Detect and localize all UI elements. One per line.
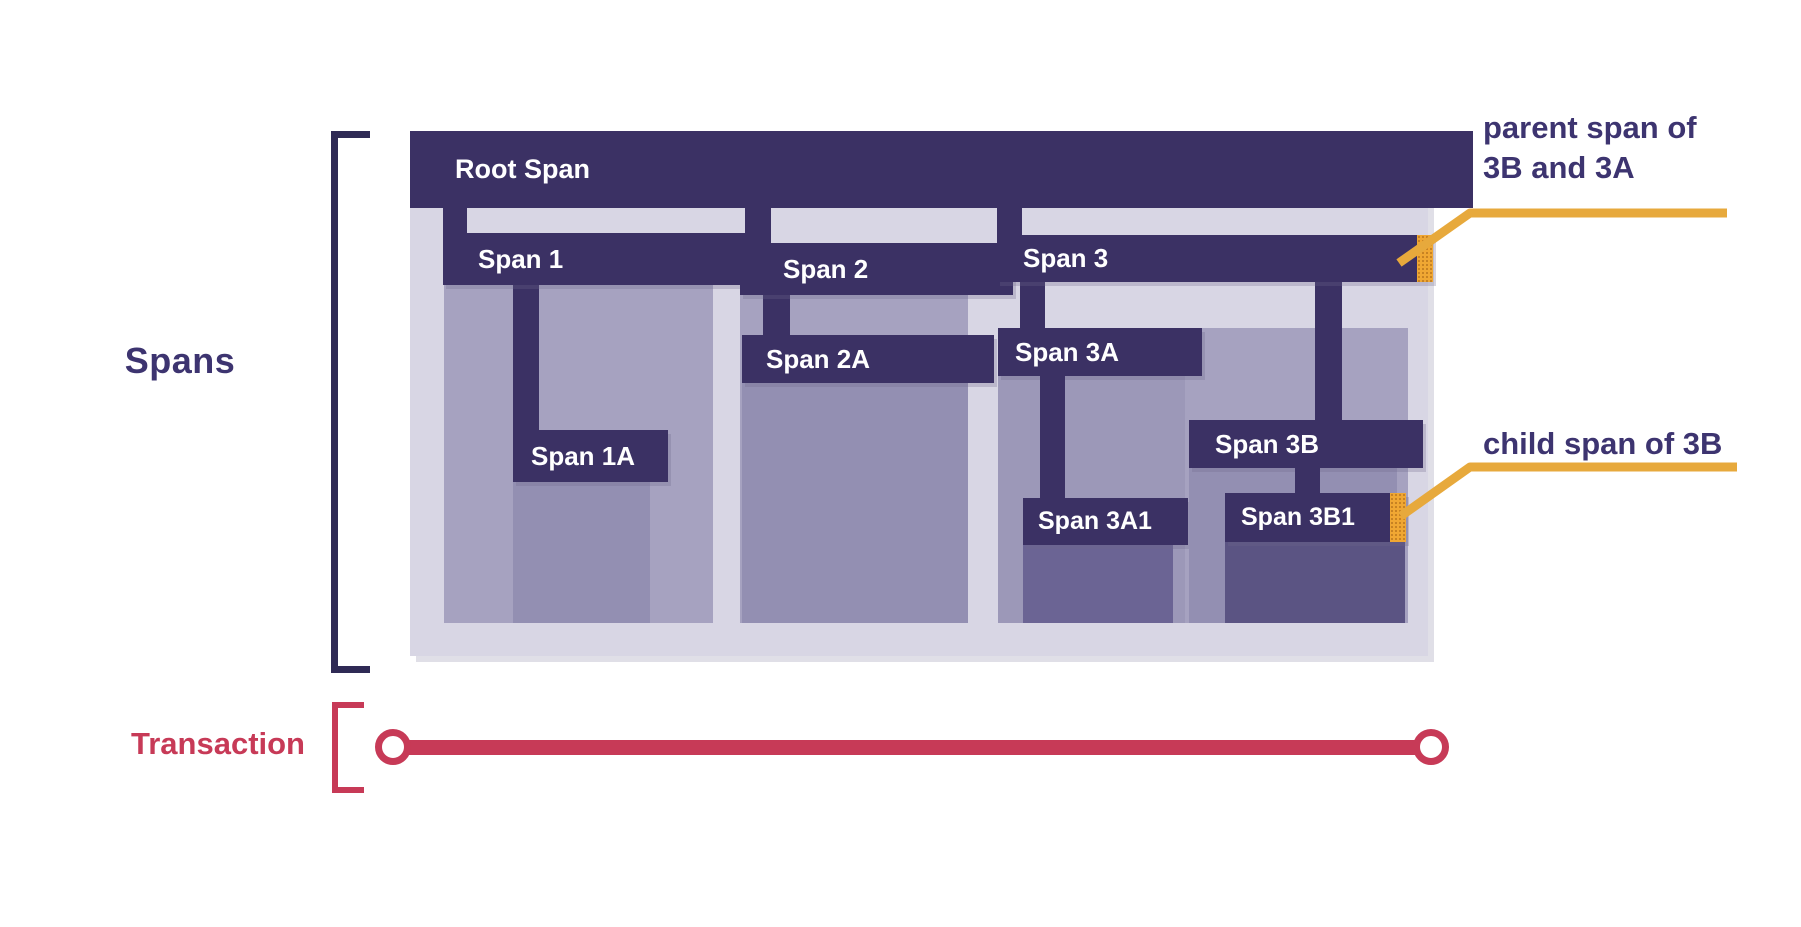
span2-bar: Span 2 — [740, 243, 1013, 295]
span3a1-bar: Span 3A1 — [1023, 498, 1188, 545]
span1a-bar: Span 1A — [513, 430, 668, 482]
span3a-bar: Span 3A — [998, 328, 1202, 376]
connector-root-to-span2 — [745, 208, 771, 243]
connector-span1-to-span1a — [513, 285, 539, 430]
parent-annotation-line2: 3B and 3A — [1483, 150, 1635, 185]
span3a1-body — [1023, 545, 1173, 623]
connector-span3b-to-span3b1 — [1295, 468, 1320, 493]
parent-annotation-line1: parent span of — [1483, 110, 1697, 145]
span3b1-label: Span 3B1 — [1241, 503, 1355, 531]
span2a-body — [742, 383, 968, 623]
connector-span3-to-span3b — [1315, 282, 1342, 420]
connector-span2-to-span2a — [763, 295, 790, 335]
transaction-timeline — [399, 740, 1417, 755]
trace-container: Root Span Span 1 Span 1A Span 2 Span 2A … — [410, 131, 1473, 656]
span2a-bar: Span 2A — [742, 335, 994, 383]
root-span-bar: Root Span — [410, 131, 1473, 208]
span3-bar: Span 3 — [997, 235, 1433, 282]
transaction-section-label: Transaction — [131, 726, 305, 761]
span3-label: Span 3 — [1023, 243, 1109, 273]
span1a-body — [513, 482, 650, 623]
child-callout-line — [1398, 462, 1737, 520]
span3b1-bar: Span 3B1 — [1225, 493, 1406, 542]
connector-root-to-span3 — [997, 208, 1022, 235]
spans-bracket — [331, 131, 370, 673]
connector-span3a-to-span3a1 — [1040, 376, 1065, 498]
transaction-end-dot — [1413, 729, 1449, 765]
span3b1-body — [1225, 542, 1405, 623]
parent-span-annotation: parent span of 3B and 3A — [1483, 108, 1697, 188]
parent-span-marker — [1417, 235, 1433, 282]
transaction-bracket — [332, 702, 364, 793]
connector-span3-to-span3a — [1020, 282, 1045, 328]
span3b-bar: Span 3B — [1189, 420, 1423, 468]
connector-root-to-span1 — [443, 208, 467, 233]
parent-callout-line — [1396, 208, 1727, 267]
child-span-annotation: child span of 3B — [1483, 426, 1723, 461]
child-span-marker — [1390, 493, 1406, 542]
spans-section-label: Spans — [124, 340, 236, 381]
span1-bar: Span 1 — [443, 233, 745, 285]
transaction-start-dot — [375, 729, 411, 765]
